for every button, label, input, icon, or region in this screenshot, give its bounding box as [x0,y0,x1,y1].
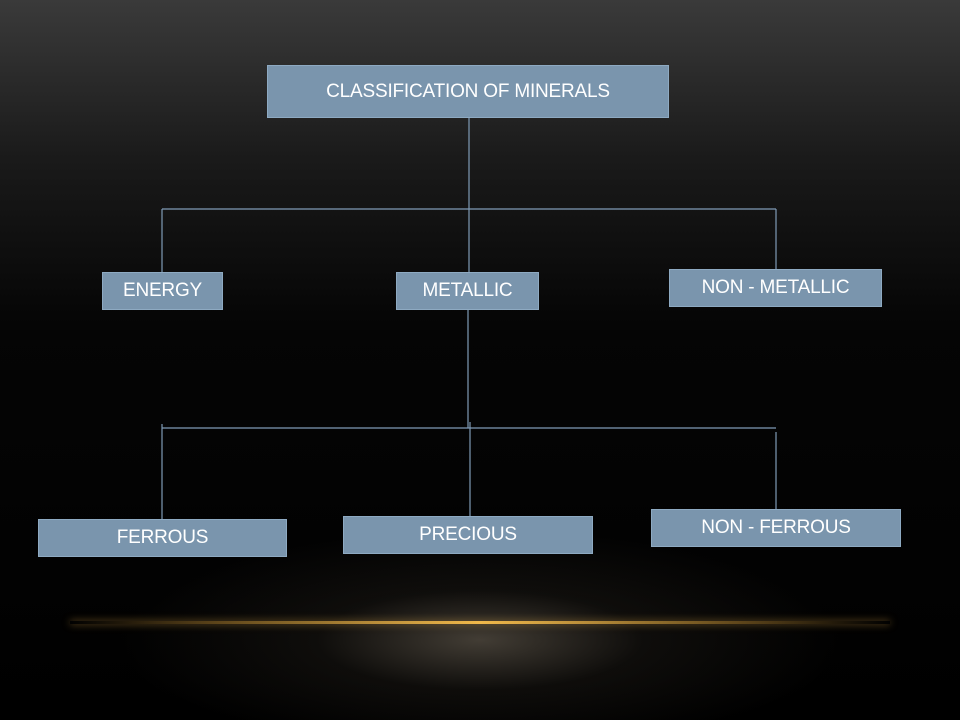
node-label: NON - FERROUS [701,517,851,538]
node-energy: ENERGY [102,272,223,310]
node-label: METALLIC [422,280,513,301]
node-classification-of-minerals: CLASSIFICATION OF MINERALS [267,65,669,118]
node-ferrous: FERROUS [38,519,287,557]
decorative-glow-line [70,621,890,624]
node-metallic: METALLIC [396,272,539,310]
node-label: CLASSIFICATION OF MINERALS [326,80,610,102]
node-precious: PRECIOUS [343,516,593,554]
node-non-ferrous: NON - FERROUS [651,509,901,547]
node-label: NON - METALLIC [701,277,850,298]
node-non-metallic: NON - METALLIC [669,269,882,307]
node-label: FERROUS [116,527,209,548]
node-label: PRECIOUS [419,524,517,545]
node-label: ENERGY [122,280,203,301]
